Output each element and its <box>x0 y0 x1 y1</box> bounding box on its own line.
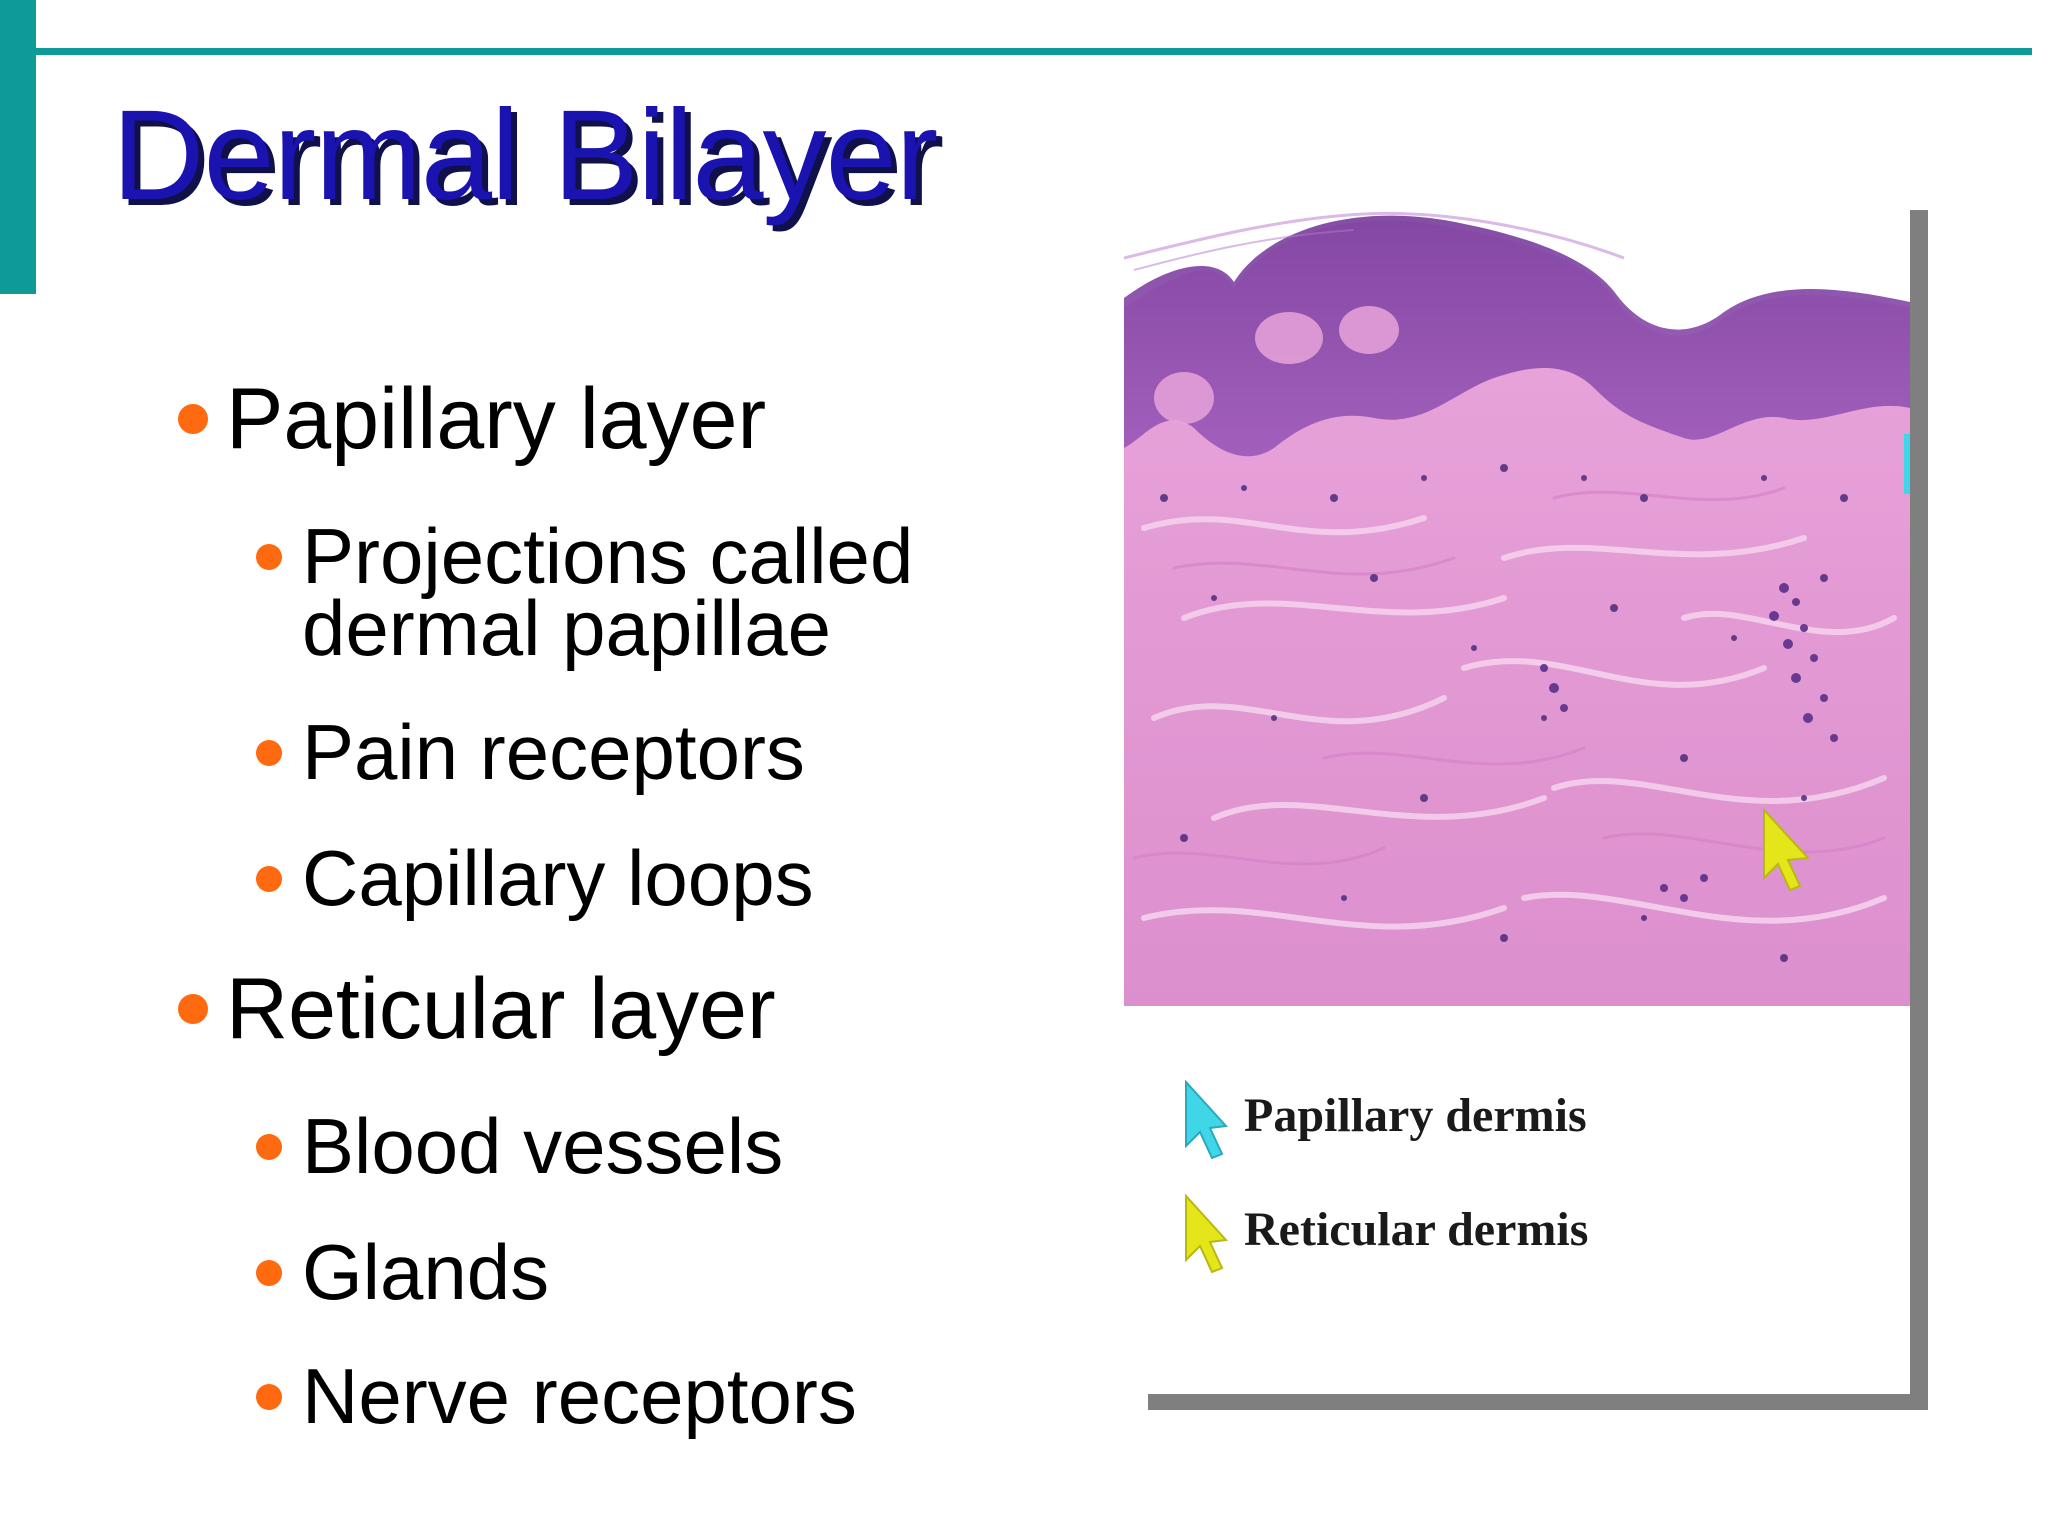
figure-shadow <box>1910 210 1928 1408</box>
bullet-text: Projections called dermal papillae <box>302 512 914 672</box>
figure-panel: Papillary dermis Reticular dermis <box>1124 198 1910 1394</box>
histology-image <box>1124 198 1910 1006</box>
bullet-dot-icon <box>256 1134 282 1160</box>
bullet-text: Capillary loops <box>302 834 814 922</box>
bullet-dot-icon <box>256 740 282 766</box>
bullet-item: Pain receptors <box>256 713 805 791</box>
bullet-text: Papillary layer <box>226 371 767 467</box>
bullet-item: Projections called dermal papillae <box>256 517 1022 667</box>
bullet-item: Papillary layer <box>178 376 766 462</box>
bullet-item: Capillary loops <box>256 839 814 917</box>
bullet-dot-icon <box>256 866 282 892</box>
bullet-dot-icon <box>178 404 208 434</box>
histology-figure: Papillary dermis Reticular dermis <box>1124 198 1928 1410</box>
bullet-text: Nerve receptors <box>302 1352 857 1440</box>
bullet-text: Glands <box>302 1228 550 1316</box>
bullet-item: Glands <box>256 1233 549 1311</box>
accent-bar <box>0 0 36 294</box>
bullet-dot-icon <box>178 994 208 1024</box>
bullet-dot-icon <box>256 1260 282 1286</box>
cursor-arrow-icon <box>1185 1080 1228 1160</box>
bullet-item: Reticular layer <box>178 966 776 1052</box>
bullet-dot-icon <box>256 1384 282 1410</box>
cursor-arrow-icon <box>1185 1194 1228 1274</box>
bullet-text: Pain receptors <box>302 708 805 796</box>
slide-title: Dermal Bilayer <box>112 84 938 227</box>
bullet-item: Nerve receptors <box>256 1357 857 1435</box>
bullet-dot-icon <box>256 544 282 570</box>
legend-label: Papillary dermis <box>1244 1089 1587 1142</box>
accent-line <box>36 48 2032 55</box>
bullet-text: Reticular layer <box>226 961 776 1057</box>
legend-item-papillary: Papillary dermis <box>1180 1080 1880 1160</box>
figure-shadow <box>1148 1394 1928 1410</box>
bullet-item: Blood vessels <box>256 1107 783 1185</box>
legend-label: Reticular dermis <box>1244 1203 1589 1256</box>
legend-item-reticular: Reticular dermis <box>1180 1194 1880 1274</box>
bullet-text: Blood vessels <box>302 1102 784 1190</box>
